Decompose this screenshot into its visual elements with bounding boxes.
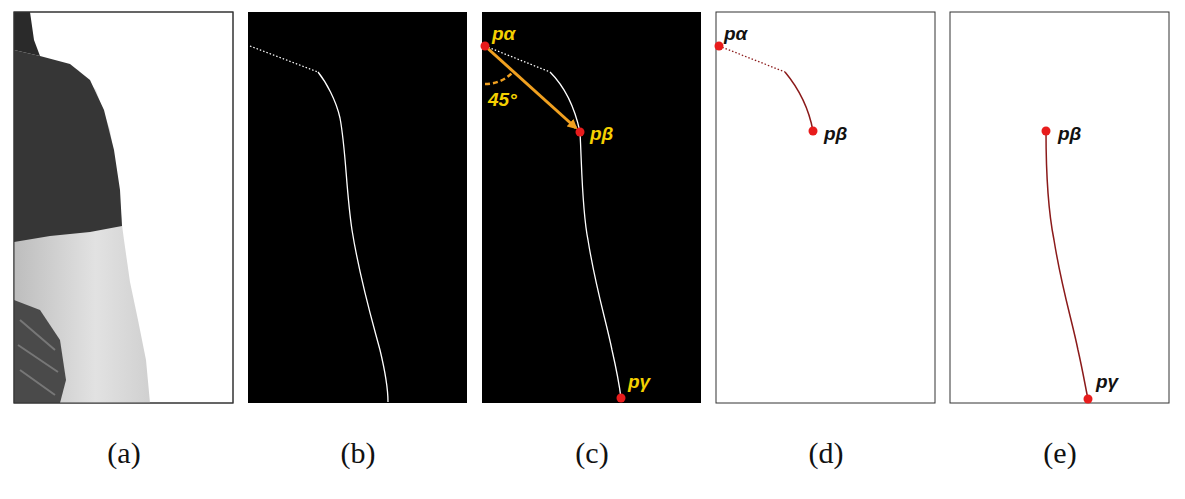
segment-panel [950,12,1169,404]
panel-caption: (c) [575,438,608,468]
point-label: pγ [628,372,650,391]
panel-caption: (a) [107,438,140,468]
point-label: pγ [1096,372,1118,391]
point-label: pβ [824,124,847,143]
panel-caption: (e) [1043,438,1076,468]
point-label: pα [492,24,515,43]
photo-panel [14,12,233,403]
panel-caption: (d) [809,438,844,468]
point-label: pβ [1058,124,1081,143]
edge-panel [481,12,702,403]
point-label: pβ [590,124,613,143]
point-label: pα [724,24,747,43]
panel-caption: (b) [341,438,376,468]
angle-label: 45° [488,90,517,109]
segment-panel [715,12,936,403]
edge-panel [248,12,467,403]
